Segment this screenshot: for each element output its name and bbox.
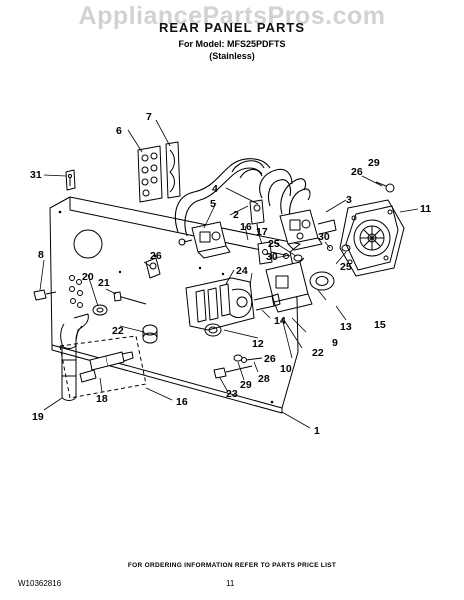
page-title: REAR PANEL PARTS	[158, 20, 305, 35]
callout-5: 5	[210, 198, 216, 210]
bracket-31	[65, 169, 76, 191]
callout-19: 19	[32, 411, 44, 423]
callout-8: 8	[38, 249, 44, 261]
callout-18: 18	[96, 393, 108, 405]
terminal-block-6	[137, 145, 163, 203]
fan-11	[339, 199, 405, 277]
watermark: AppliancePartsPros.com	[78, 2, 386, 30]
callout-26c: 26	[264, 353, 276, 365]
callout-21: 21	[98, 277, 110, 289]
kit-box-16	[59, 335, 147, 399]
callout-31: 31	[30, 169, 42, 181]
callout-30a: 30	[266, 251, 278, 263]
grommet-20	[92, 304, 108, 316]
callout-11: 11	[420, 203, 431, 215]
callout-17: 17	[256, 226, 268, 238]
callout-24: 24	[236, 265, 248, 277]
washers-25-30	[283, 244, 351, 262]
callout-12: 12	[252, 338, 264, 350]
callout-9: 9	[332, 337, 338, 349]
water-valve-5	[178, 221, 231, 259]
finish-line: (Stainless)	[209, 51, 255, 61]
callout-labels: 6 7 31 4 5 2 3 26 29 11 16 17 25 30 30 2…	[30, 111, 431, 437]
page-number: 11	[226, 579, 235, 588]
callout-4: 4	[212, 183, 218, 195]
fitting-12	[204, 323, 222, 337]
callout-16b: 16	[176, 396, 188, 408]
grommet-13	[309, 271, 335, 291]
gasket-7	[165, 141, 181, 199]
ordering-note: FOR ORDERING INFORMATION REFER TO PARTS …	[127, 562, 337, 569]
water-valve-3	[279, 209, 337, 251]
screw-28	[375, 181, 395, 193]
callout-15: 15	[374, 319, 386, 331]
screw-8	[33, 289, 57, 301]
callout-23: 23	[226, 388, 238, 400]
screw-23	[213, 365, 253, 379]
callout-10: 10	[280, 363, 292, 375]
model-line: For Model: MFS25PDFTS	[178, 39, 286, 49]
callout-2: 2	[233, 209, 239, 221]
callout-16a: 16	[240, 221, 252, 233]
callout-28: 29	[368, 157, 380, 169]
valve-assembly-24	[185, 277, 281, 331]
callout-26a: 26	[351, 166, 363, 178]
callout-13: 13	[340, 321, 352, 333]
callout-30b: 30	[318, 231, 330, 243]
inlet-tubes-4	[174, 158, 311, 237]
callout-14: 14	[274, 315, 286, 327]
document-id: W10362816	[18, 579, 62, 588]
callout-22b: 22	[312, 347, 324, 359]
control-box-9	[265, 257, 313, 313]
valve-2	[249, 199, 265, 233]
callout-25a: 25	[268, 238, 280, 250]
switch-17	[257, 241, 273, 265]
leader-lines	[39, 119, 419, 429]
callout-6: 6	[116, 125, 122, 137]
drain-tube-19	[60, 313, 89, 401]
callout-26b: 26	[150, 250, 162, 262]
callout-22a: 22	[112, 325, 124, 337]
callout-3: 3	[346, 194, 352, 206]
callout-27: 28	[258, 373, 270, 385]
callout-29: 29	[240, 379, 252, 391]
callout-20: 20	[82, 271, 94, 283]
callout-25b: 25	[340, 261, 352, 273]
screw-27	[241, 357, 263, 363]
callout-1: 1	[314, 425, 320, 437]
fitting-22	[142, 324, 158, 344]
callout-7: 7	[146, 111, 152, 123]
